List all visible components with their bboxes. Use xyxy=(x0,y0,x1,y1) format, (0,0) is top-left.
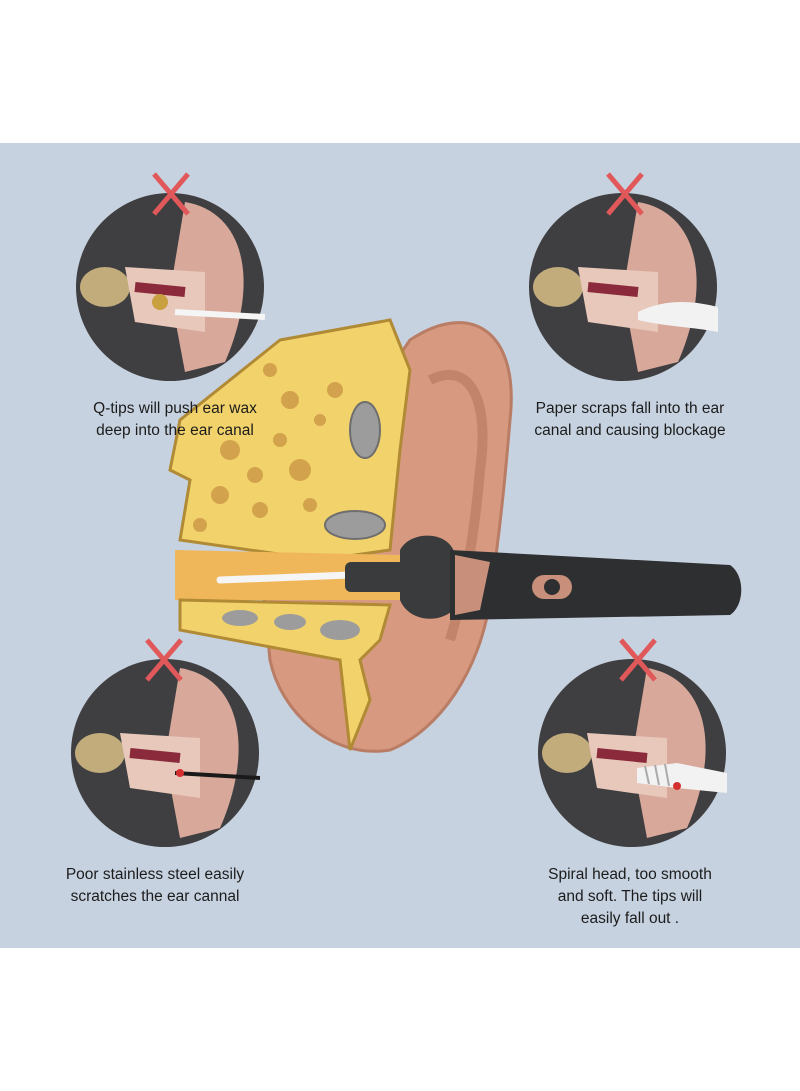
circle-paper xyxy=(529,193,718,381)
x-mark-icon xyxy=(145,638,183,682)
circle-qtips xyxy=(76,193,265,381)
ear-illustration xyxy=(168,318,742,753)
caption-spiral: Spiral head, too smooth and soft. The ti… xyxy=(548,866,712,927)
caption-paper: Paper scraps fall into th ear canal and … xyxy=(534,400,726,439)
circle-spiral xyxy=(538,659,727,847)
x-mark-icon xyxy=(606,172,644,216)
caption-steel: Poor stainless steel easily scratches th… xyxy=(65,866,245,905)
power-button-icon xyxy=(544,579,560,595)
ear-cleaner-device xyxy=(216,535,742,620)
circle-steel xyxy=(71,659,260,847)
caption-qtips: Q-tips will push ear wax deep into the e… xyxy=(93,400,257,439)
x-mark-icon xyxy=(619,638,657,682)
x-mark-icon xyxy=(152,172,190,216)
